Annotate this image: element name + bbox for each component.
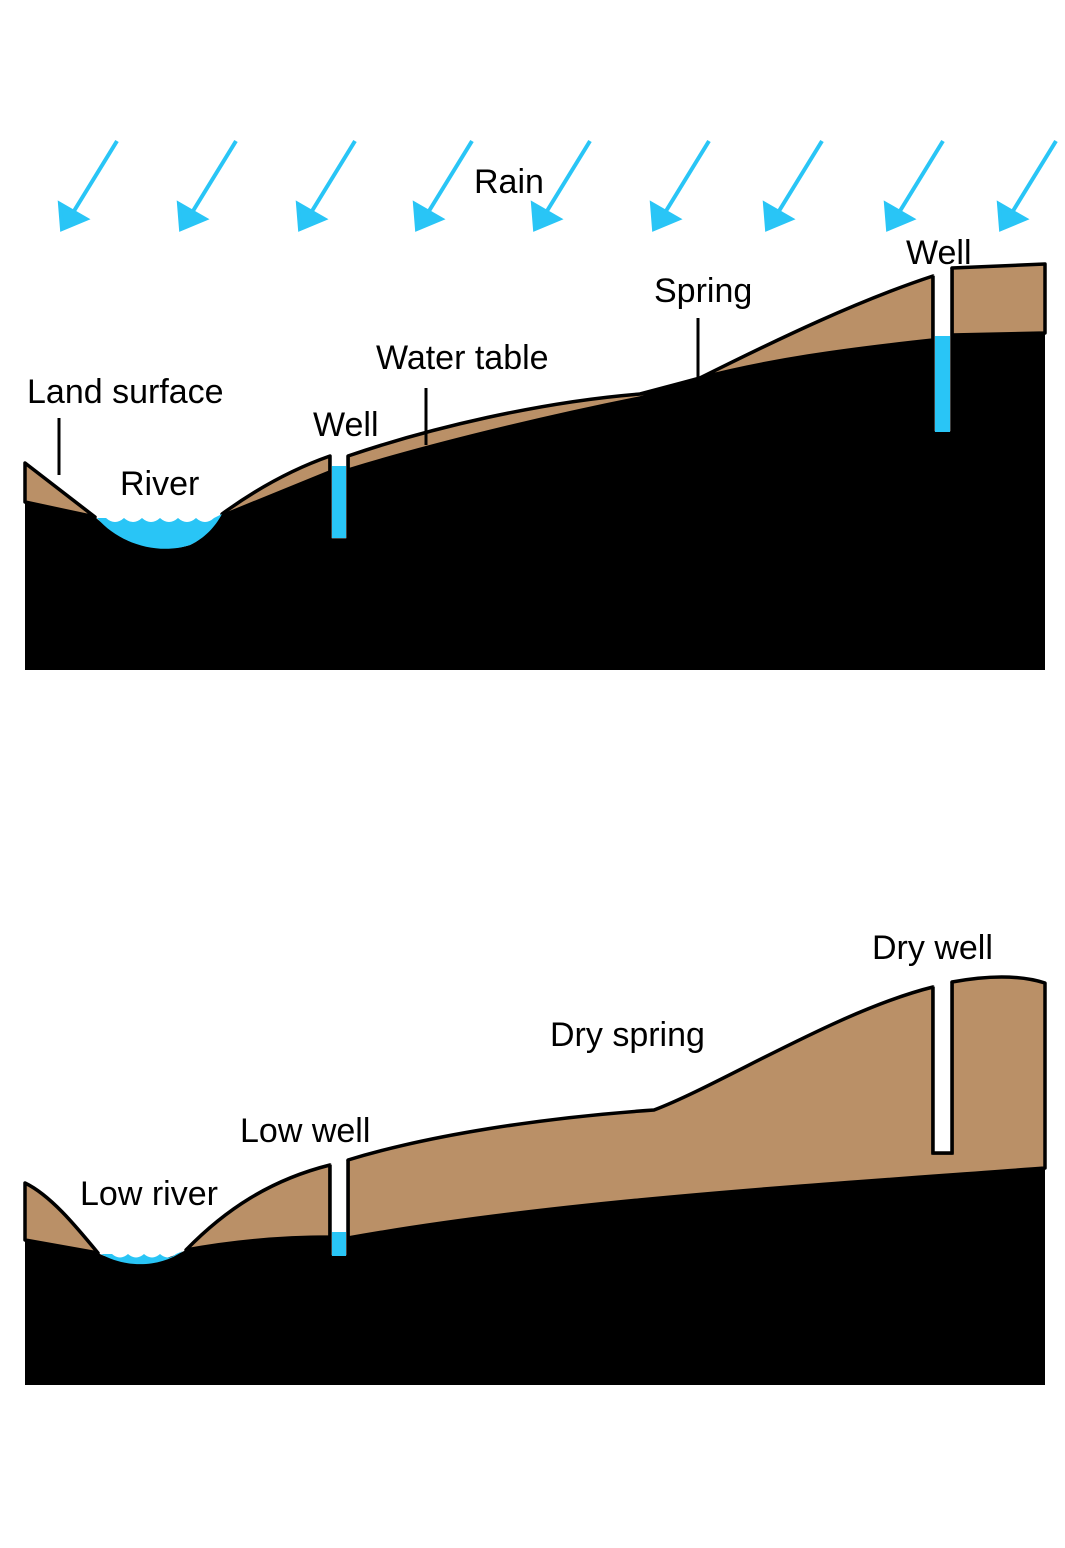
label-well-right: Well xyxy=(906,234,972,272)
saturated-zone-well-fill xyxy=(933,433,952,670)
dry-saturated-zone xyxy=(25,1168,1045,1385)
rain-arrow-icon xyxy=(996,139,1058,232)
rain-arrow-icon xyxy=(530,139,592,232)
dry-saturated-well-fill xyxy=(330,1257,348,1385)
well-water-left xyxy=(332,466,346,538)
label-river: River xyxy=(120,465,199,503)
label-water-table: Water table xyxy=(376,339,549,377)
river-water xyxy=(97,514,222,549)
dry-soil-left xyxy=(23,1181,100,1255)
label-rain: Rain xyxy=(474,163,544,201)
dry-conditions-panel: Low river Low well Dry spring Dry well xyxy=(23,929,1047,1385)
rain-arrow-icon xyxy=(176,139,238,232)
label-spring: Spring xyxy=(654,272,752,310)
wet-conditions-panel: Rain Land surface River Well Water table… xyxy=(23,139,1058,670)
rain-arrow-icon xyxy=(295,139,357,232)
label-well-left: Well xyxy=(313,406,379,444)
label-low-well: Low well xyxy=(240,1112,370,1150)
label-dry-well: Dry well xyxy=(872,929,993,967)
label-dry-spring: Dry spring xyxy=(550,1016,705,1054)
label-low-river: Low river xyxy=(80,1175,218,1213)
rain-arrows xyxy=(57,139,1058,232)
rain-arrow-icon xyxy=(883,139,945,232)
rain-arrow-icon xyxy=(412,139,474,232)
low-river-water xyxy=(101,1251,183,1265)
well-water-right xyxy=(935,336,950,432)
saturated-zone xyxy=(25,333,1045,670)
rain-arrow-icon xyxy=(649,139,711,232)
dry-well-shaft xyxy=(931,982,954,1155)
low-well-water xyxy=(332,1232,346,1256)
label-land-surface: Land surface xyxy=(27,373,224,411)
rain-arrow-icon xyxy=(762,139,824,232)
rain-arrow-icon xyxy=(57,139,119,232)
saturated-zone-well-fill xyxy=(330,540,348,670)
unsaturated-soil-right xyxy=(950,262,1047,337)
